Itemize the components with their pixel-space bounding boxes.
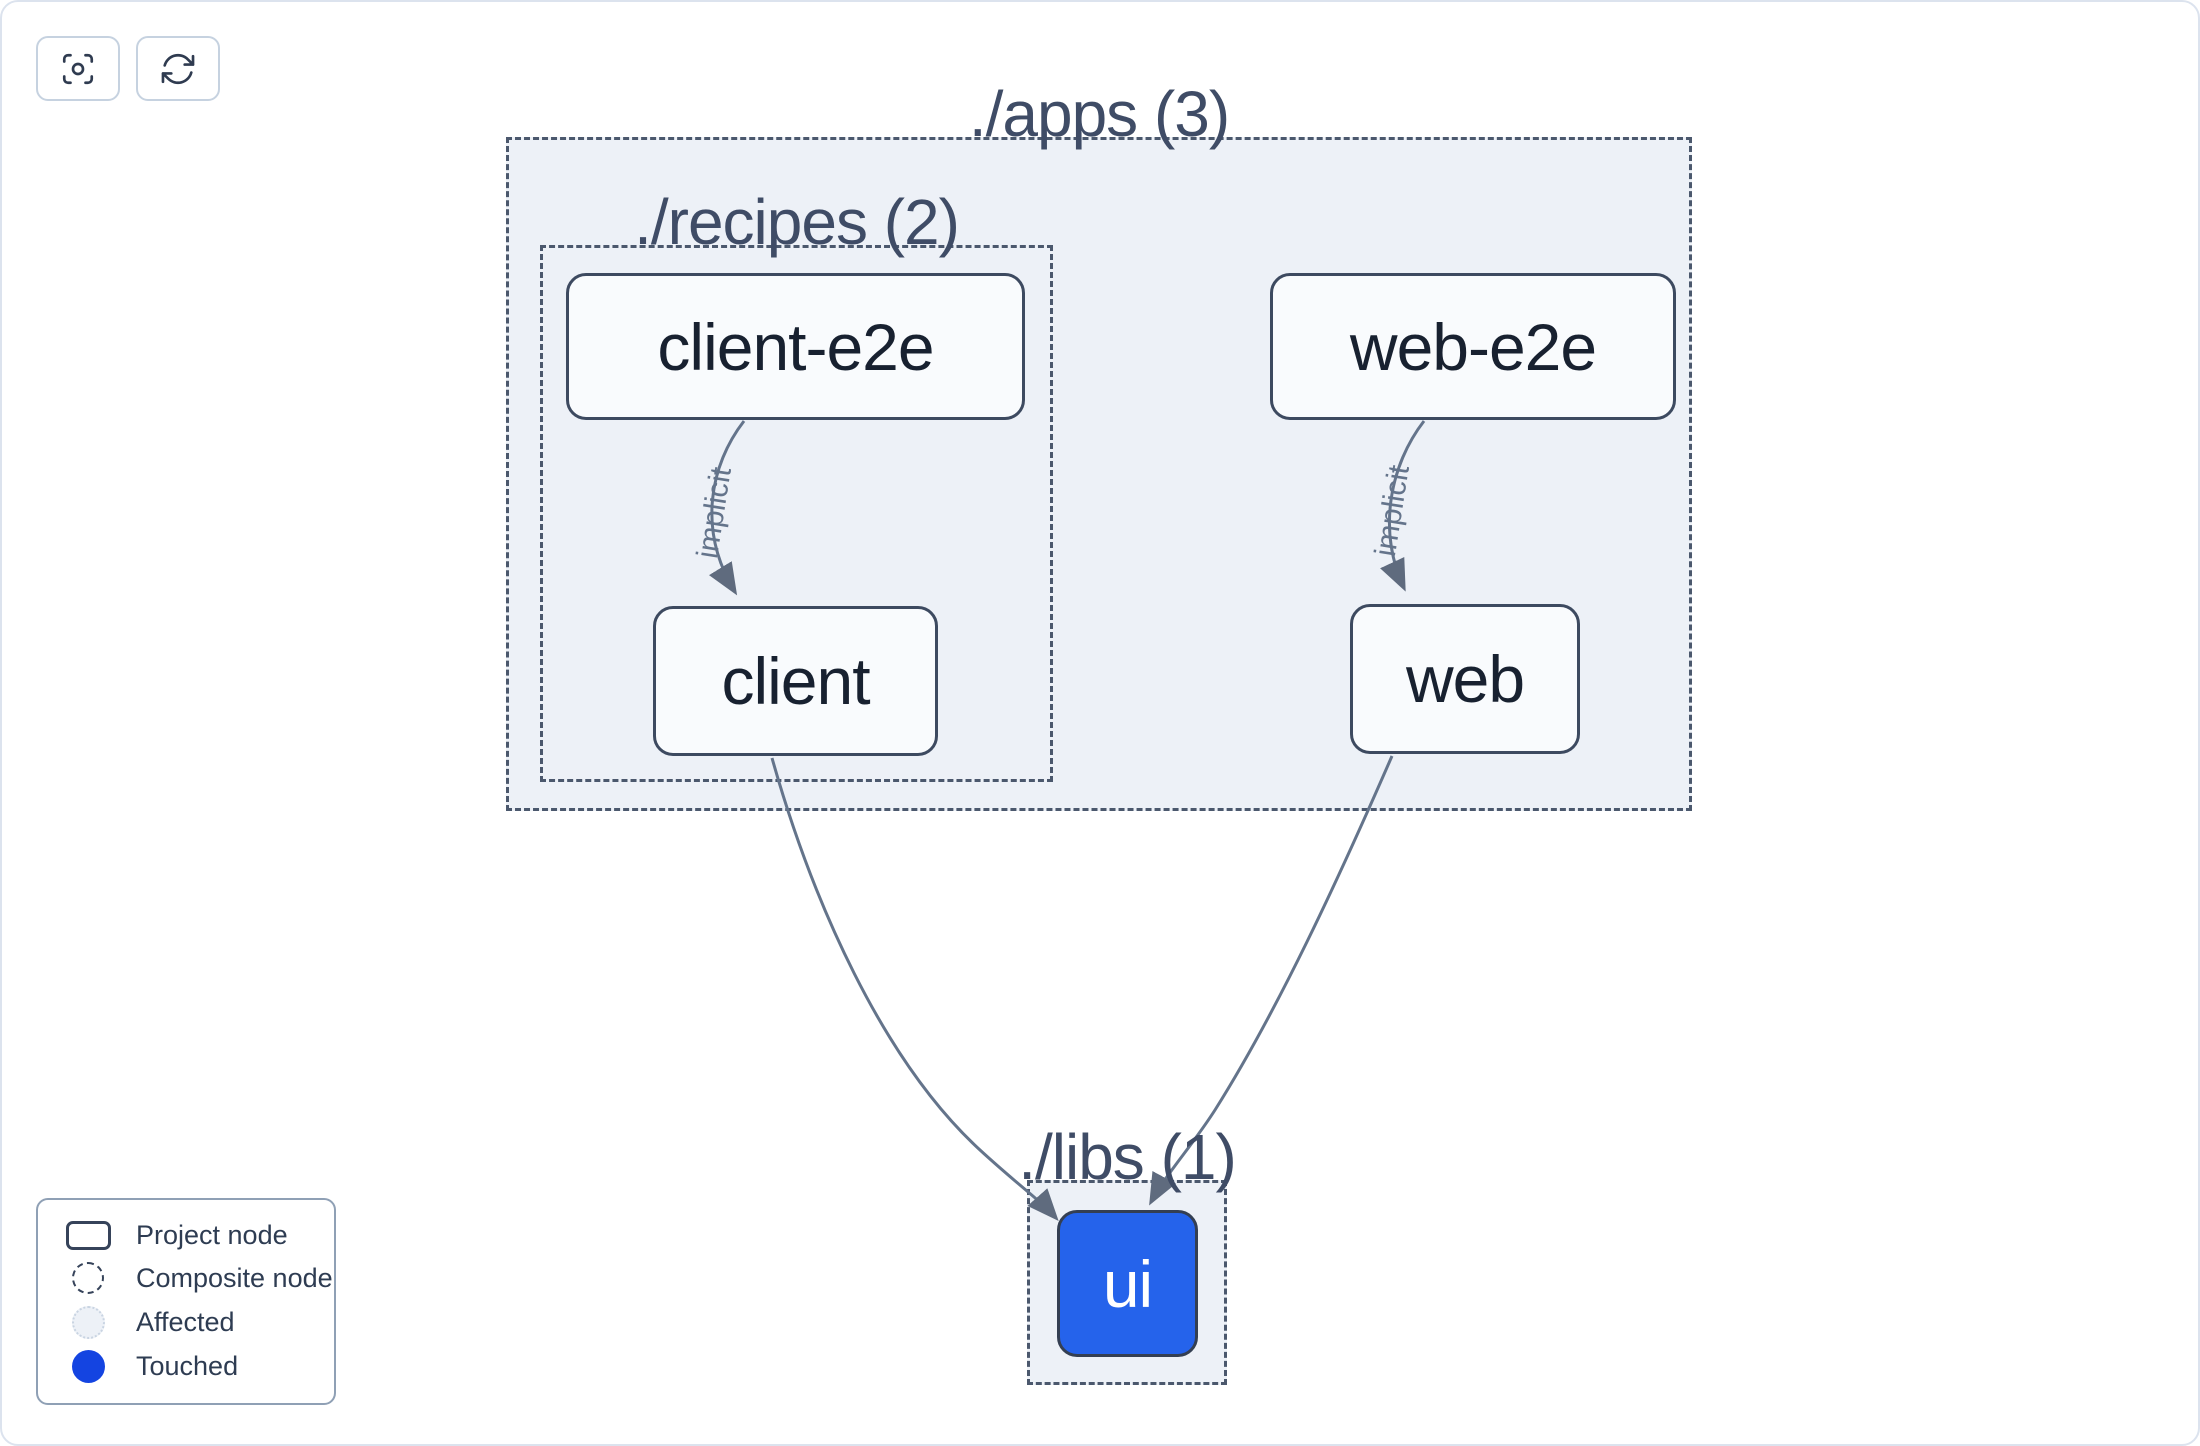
arrow-path-icon [158,49,198,89]
project-node-client[interactable]: client [653,606,938,756]
refresh-button[interactable] [136,36,220,101]
project-node-label: web [1405,642,1525,716]
project-node-label: ui [1102,1246,1153,1321]
legend-label: Touched [136,1351,239,1382]
legend-label: Composite node [136,1262,333,1293]
legend-item-affected: Affected [38,1305,334,1339]
legend-item-composite-node: Composite node [38,1262,334,1295]
composite-node-swatch-icon [64,1262,112,1295]
legend: Project node Composite node Affected Tou… [36,1198,336,1405]
project-node-ui-touched[interactable]: ui [1057,1210,1198,1357]
group-label-libs[interactable]: ./libs (1) [1018,1120,1237,1193]
affected-swatch-icon [64,1305,112,1339]
project-node-label: client-e2e [657,309,934,384]
legend-label: Affected [136,1306,235,1337]
group-label-apps[interactable]: ./apps (3) [968,77,1230,150]
zoom-to-fit-button[interactable] [36,36,120,101]
viewfinder-circle-icon [58,49,98,89]
toolbar [36,36,220,101]
legend-label: Project node [136,1219,288,1250]
project-node-label: web-e2e [1349,309,1597,384]
touched-swatch-icon [64,1350,112,1384]
edge-client-to-ui[interactable] [770,757,1059,1221]
project-node-client-e2e[interactable]: client-e2e [566,273,1025,420]
project-node-swatch-icon [64,1220,112,1250]
project-node-web-e2e[interactable]: web-e2e [1270,273,1676,420]
group-label-recipes[interactable]: ./recipes (2) [634,185,960,258]
legend-item-touched: Touched [38,1350,334,1384]
project-node-web[interactable]: web [1350,604,1580,754]
legend-item-project-node: Project node [38,1220,334,1251]
project-node-label: client [721,644,870,718]
